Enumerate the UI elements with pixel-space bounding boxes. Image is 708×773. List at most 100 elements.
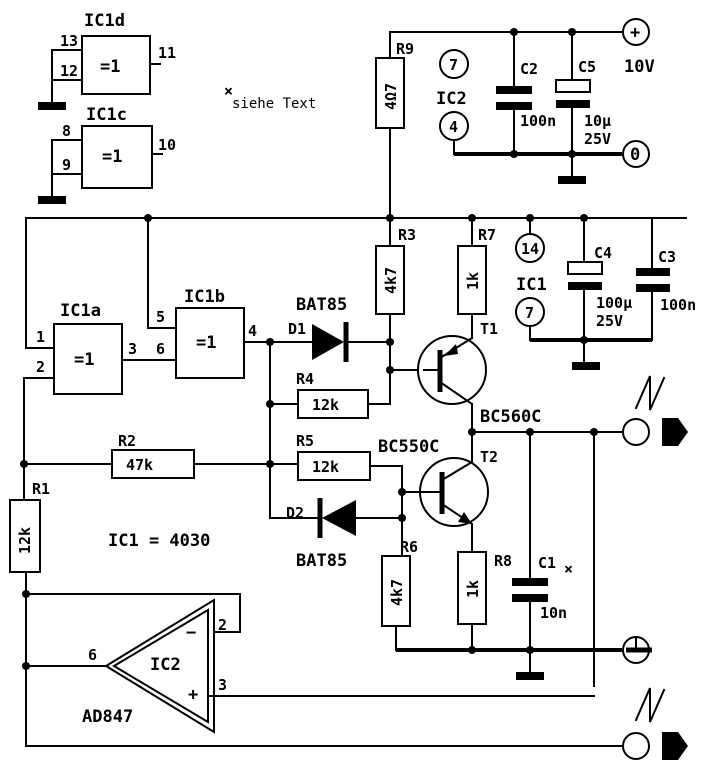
ic1-pin-top: 14 [521,240,539,258]
gate-ic1a-pin-out: 3 [128,340,137,358]
capacitor-c4-ref: C4 [594,244,612,262]
resistor-r5-value: 12k [312,458,339,476]
transistor-t2-type: BC550C [378,437,439,457]
diode-d2-type: BAT85 [296,551,347,571]
ic1-supply-pins: 14 IC1 7 [515,217,547,341]
gate-ic1a-symbol: =1 [74,350,94,370]
output-terminal-1[interactable] [622,418,650,446]
resistor-r9: R9 4Ω7 [375,31,414,219]
transistor-t2: BC550C T2 [378,431,498,527]
supply-zero-terminal [622,140,650,168]
gate-ic1c-name: IC1c [86,105,127,125]
diode-d1: BAT85 D1 [288,295,391,362]
capacitor-c4: C4 100µ 25V [567,217,632,363]
transistor-t1: T1 BC560C [417,320,541,433]
opamp-ic2-ref: IC2 [150,655,181,675]
output-arrow-icon [662,732,688,760]
gate-ic1b-pin-b: 6 [156,340,165,358]
gate-ic1b-symbol: =1 [196,333,216,353]
supply-plus-terminal [622,18,650,46]
resistor-r8-value: 1k [464,580,482,598]
resistor-r2-value: 47k [126,456,153,474]
gate-ic1d: IC1d =1 13 12 11 [38,11,176,110]
gate-ic1d-pin-out: 11 [158,44,176,62]
resistor-r2-ref: R2 [118,432,136,450]
gate-ic1c: IC1c =1 8 9 10 [38,105,176,204]
resistor-r1-value: 12k [16,527,34,554]
ic1-pin-bottom: 7 [525,304,534,322]
gate-ic1d-symbol: =1 [100,57,120,77]
ic2-pin-top: 7 [449,56,458,74]
gate-ic1b-pin-out: 4 [248,322,257,340]
resistor-r2: R2 47k [20,432,299,479]
resistor-r1-ref: R1 [32,480,50,498]
gate-ic1b: IC1b =1 5 6 4 [147,217,313,379]
opamp-pin-out: 6 [88,646,97,664]
resistor-r5-ref: R5 [296,432,314,450]
resistor-r1: R1 12k [9,463,50,747]
gate-ic1d-pin-b: 12 [60,62,78,80]
cross-mark-icon: × [224,82,233,100]
opamp-minus-symbol: − [186,623,196,643]
capacitor-c5-value2: 25V [584,130,611,148]
diode-d1-type: BAT85 [296,295,347,315]
capacitor-c1-ref: C1 [538,554,556,572]
capacitor-c1-value: 10n [540,604,567,622]
ic1-type-label: IC1 = 4030 [108,531,210,551]
opamp-ic2: IC2 6 − + 2 3 AD847 [25,593,595,734]
gate-ic1c-pin-a: 8 [62,122,71,140]
capacitor-c2-ref: C2 [520,60,538,78]
capacitor-c5-ref: C5 [578,58,596,76]
output-terminal-2[interactable] [622,732,650,760]
note-text: siehe Text [232,96,316,112]
opamp-plus-symbol: + [188,685,198,705]
gate-ic1a-name: IC1a [60,301,101,321]
ic2-supply-pins: 7 IC2 4 [436,49,469,155]
diode-d2-ref: D2 [286,504,304,522]
resistor-r3-value: 4k7 [382,267,400,294]
capacitor-c4-value2: 25V [596,312,623,330]
gate-ic1b-pin-a: 5 [156,308,165,326]
resistor-r4: R4 12k [269,369,391,419]
resistor-r8-ref: R8 [494,552,512,570]
resistor-r4-value: 12k [312,396,339,414]
triangle-wave-icon [634,375,666,411]
resistor-r7-ref: R7 [478,226,496,244]
opamp-pin-noninv: 3 [218,676,227,694]
resistor-r9-value: 4Ω7 [382,83,400,110]
transistor-t1-type: BC560C [480,407,541,427]
gate-ic1d-name: IC1d [84,11,125,31]
resistor-r8: R8 1k [457,523,512,651]
resistor-r3: R3 4k7 [375,217,425,374]
cross-mark-icon: × [564,560,573,578]
opamp-type: AD847 [82,707,133,727]
supply-zero: 0 [630,145,640,165]
triangle-wave-icon [634,687,666,723]
capacitor-c2-value: 100n [520,112,556,130]
capacitor-c3-value: 100n [660,296,696,314]
transistor-t1-ref: T1 [480,320,498,338]
gate-ic1a-pin-b: 2 [36,358,45,376]
gate-ic1c-symbol: =1 [102,147,122,167]
gate-ic1c-pin-out: 10 [158,136,176,154]
ic2-supply-label: IC2 [436,89,467,109]
opamp-pin-inv: 2 [218,616,227,634]
capacitor-c5: C5 10µ 25V [555,31,611,184]
ic1-supply-label: IC1 [516,275,547,295]
capacitor-c2: C2 100n [496,31,556,155]
diode-d1-ref: D1 [288,320,306,338]
gate-ic1c-pin-b: 9 [62,156,71,174]
resistor-r7-value: 1k [464,272,482,290]
supply-plus-symbol: + [630,23,640,43]
gate-ic1d-pin-a: 13 [60,32,78,50]
diode-d2: D2 BAT85 [269,498,406,571]
capacitor-c1: C1 × 10n [512,431,573,651]
ic2-pin-bottom: 4 [449,118,458,136]
gate-ic1a-pin-a: 1 [36,328,45,346]
resistor-r4-ref: R4 [296,370,314,388]
resistor-r6-value: 4k7 [388,579,406,606]
capacitor-c3-ref: C3 [658,248,676,266]
output-arrow-icon [662,418,688,446]
capacitor-c5-value1: 10µ [584,112,611,130]
